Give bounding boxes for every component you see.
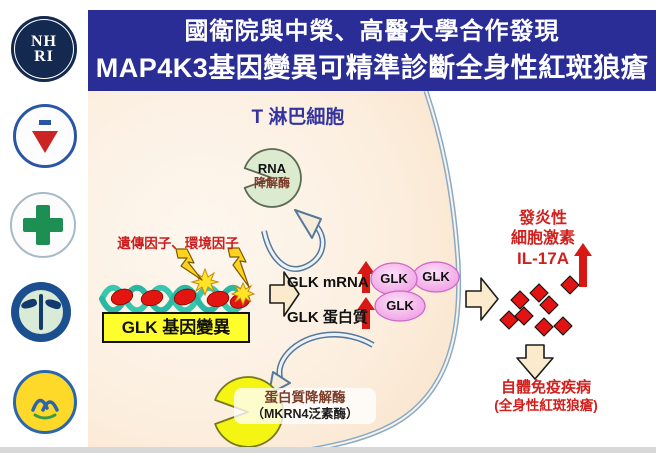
mechanism-diagram: T 淋巴細胞 RNA 降解酶 遺傳因子、環境因子 GLK 基因變異 GLK mR… — [88, 91, 656, 447]
glk-protein-oval — [370, 261, 460, 322]
title-banner: 國衛院與中榮、高醫大學合作發現 MAP4K3基因變異可精準診斷全身性紅斑狼瘡 — [88, 10, 656, 91]
green-cross-icon — [23, 205, 63, 245]
dna-helix — [99, 284, 251, 314]
up-arrow-icon — [357, 243, 592, 329]
caduceus-logo — [11, 282, 71, 342]
kmu-logo — [13, 104, 77, 168]
dna-mutation-sites — [110, 288, 251, 309]
glk-oval-label-3: GLK — [386, 298, 414, 313]
protease-line1: 蛋白質降解酶 — [264, 390, 346, 405]
nhri-monogram-bottom: RI — [34, 48, 54, 65]
glk-oval-label-1: GLK — [380, 271, 408, 286]
disease-line2: (全身性紅斑狼瘡) — [494, 398, 598, 413]
glk-oval-label-2: GLK — [422, 269, 450, 284]
block-arrow-right-icon — [269, 271, 499, 321]
kmu-emblem-triangle — [32, 130, 58, 153]
mohw-logo — [13, 370, 77, 434]
kmu-emblem-bar — [39, 119, 51, 125]
caduceus-inner — [19, 290, 63, 334]
rna-enzyme-label: RNA 降解酶 — [238, 161, 306, 190]
glk-gene-mutation-box: GLK 基因變異 — [102, 312, 250, 343]
lightning-icon — [175, 247, 250, 288]
tcvgh-logo — [10, 192, 76, 258]
caduceus-wing-right-icon — [44, 297, 62, 311]
title-line1: 國衛院與中榮、高醫大學合作發現 — [184, 17, 560, 45]
cycle-arrow-up-icon — [261, 209, 326, 272]
glk-mrna-label: GLK mRNA — [287, 274, 369, 291]
cell-membrane — [311, 91, 462, 447]
rna-enzyme-line1: RNA — [257, 161, 287, 176]
diagram-graphics — [88, 91, 592, 447]
bottom-border — [0, 447, 656, 453]
cytokine-line1: 發炎性 — [518, 210, 567, 227]
rna-degrading-enzyme-shape — [243, 148, 302, 208]
nhri-logo: NH RI — [11, 16, 77, 82]
caduceus-wing-left-icon — [20, 297, 38, 311]
disease-line1: 自體免疫疾病 — [500, 379, 591, 396]
t-cell-label: T 淋巴細胞 — [251, 107, 345, 128]
il17a-molecule — [499, 275, 580, 337]
rna-enzyme-line2: 降解酶 — [253, 176, 290, 190]
cytokine-label: 發炎性 細胞激素 IL-17A — [481, 209, 605, 269]
factors-label: 遺傳因子、環境因子 — [117, 236, 239, 251]
cytokine-line2: 細胞激素 — [510, 230, 575, 247]
caduceus-staff-icon — [39, 294, 43, 330]
glk-protein-label: GLK 蛋白質 — [287, 309, 368, 326]
protease-line2: （MKRN4泛素酶） — [251, 407, 359, 421]
disease-label: 自體免疫疾病 (全身性紅斑狼瘡) — [466, 379, 626, 414]
protease-label: 蛋白質降解酶 （MKRN4泛素酶） — [234, 388, 376, 424]
mohw-emblem — [31, 398, 59, 420]
title-line2: MAP4K3基因變異可精準診斷全身性紅斑狼瘡 — [95, 52, 649, 83]
nhri-monogram-top: NH — [31, 33, 57, 50]
block-arrow-down-icon — [516, 344, 554, 380]
cell-body — [88, 91, 459, 447]
cytokine-line3: IL-17A — [517, 249, 569, 268]
